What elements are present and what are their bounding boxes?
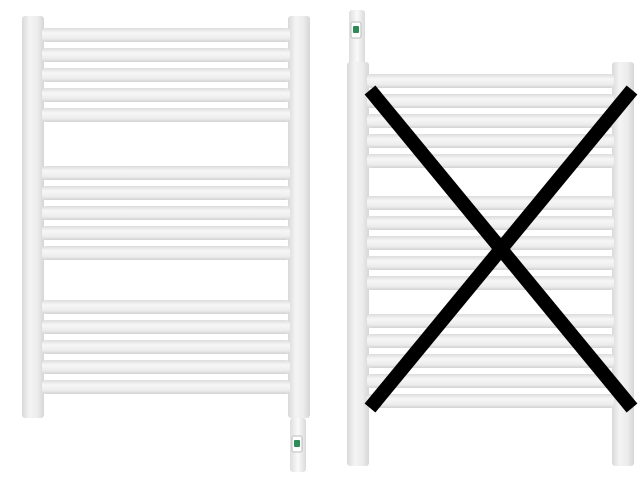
towel-bar [42, 108, 290, 122]
left-rail [347, 62, 369, 466]
towel-bars [42, 28, 290, 394]
heating-element [349, 10, 365, 66]
right-rail [288, 16, 310, 418]
towel-bar [367, 74, 614, 88]
towel-bar [42, 206, 290, 220]
towel-bar [42, 246, 290, 260]
indicator-light-icon [294, 440, 300, 447]
indicator-light-icon [353, 26, 359, 33]
radiator-correct [22, 16, 310, 472]
towel-bar [42, 48, 290, 62]
towel-bar [367, 394, 614, 408]
left-rail [22, 16, 44, 418]
towel-bar [42, 166, 290, 180]
towel-bar [42, 186, 290, 200]
towel-bar [42, 28, 290, 42]
towel-bar [42, 68, 290, 82]
towel-bar [367, 94, 614, 108]
towel-bar [367, 276, 614, 290]
radiator-incorrect [347, 10, 634, 466]
towel-bar [42, 340, 290, 354]
towel-bar [367, 196, 614, 210]
towel-bar [42, 226, 290, 240]
towel-bar [42, 88, 290, 102]
towel-bar [367, 314, 614, 328]
towel-bar [42, 320, 290, 334]
heating-element [290, 418, 306, 472]
towel-bar [42, 360, 290, 374]
towel-bar [42, 380, 290, 394]
towel-bar [42, 300, 290, 314]
